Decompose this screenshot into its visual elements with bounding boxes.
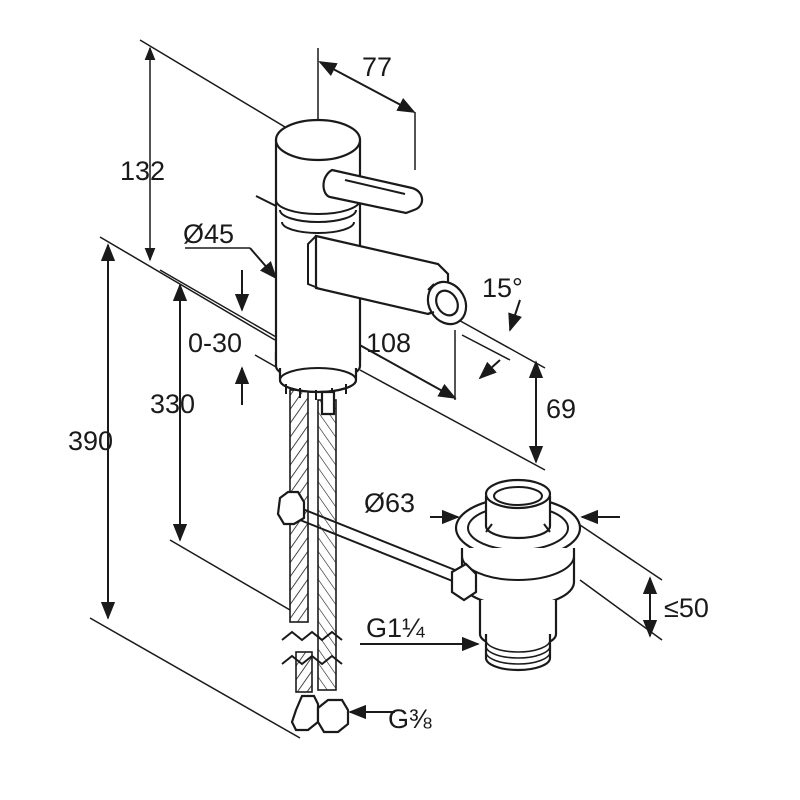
flex-hose <box>281 389 350 734</box>
mixer-body <box>255 118 468 416</box>
dim-0-30-label: 0-30 <box>188 328 242 358</box>
dim-390-label: 390 <box>68 426 113 456</box>
dim-diameter-63-label: Ø63 <box>364 488 415 518</box>
dim-330-label: 330 <box>150 389 195 419</box>
dim-69-label: 69 <box>546 394 576 424</box>
thread-waste-label: G1¼ <box>366 613 425 643</box>
dim-max-50-label: ≤50 <box>664 593 709 623</box>
popup-rod <box>276 490 461 585</box>
thread-hose-label: G⅜ <box>388 704 432 734</box>
popup-waste <box>450 478 582 672</box>
dim-angle-15-label: 15° <box>482 273 523 303</box>
dim-77-label: 77 <box>362 52 392 82</box>
dim-diameter-45-label: Ø45 <box>183 219 234 249</box>
dim-108-label: 108 <box>366 328 411 358</box>
dim-132-label: 132 <box>120 156 165 186</box>
